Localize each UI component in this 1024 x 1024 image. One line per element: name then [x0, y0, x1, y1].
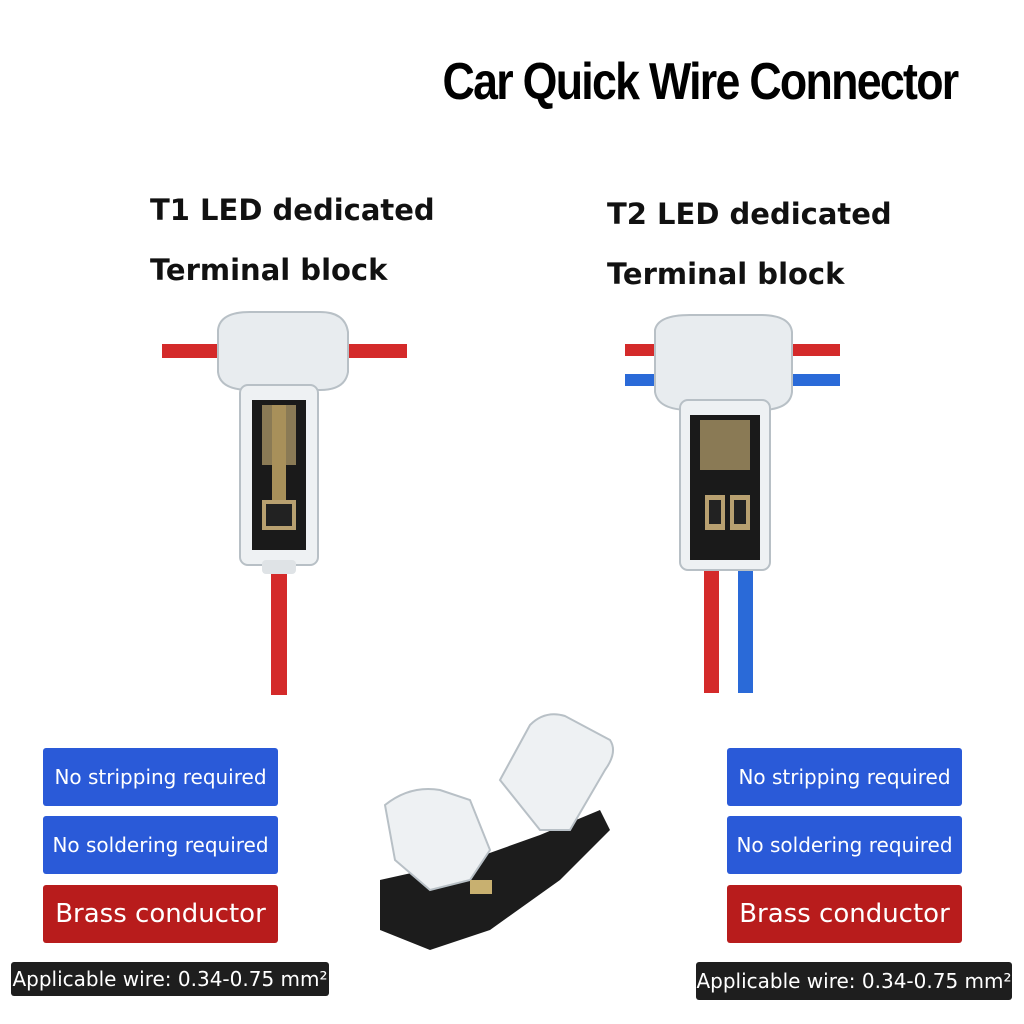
left-no-soldering-badge: No soldering required — [43, 816, 278, 874]
t2-heading-line1: T2 LED dedicated — [607, 197, 892, 231]
left-brass-conductor-badge: Brass conductor — [43, 885, 278, 943]
left-applicable-wire-label: Applicable wire: 0.34-0.75 mm² — [11, 962, 329, 996]
t2-heading-line2: Terminal block — [607, 257, 845, 291]
right-no-soldering-badge: No soldering required — [727, 816, 962, 874]
left-no-stripping-badge: No stripping required — [43, 748, 278, 806]
t2-vertical-red-wire — [704, 565, 719, 693]
t1-heading: T1 LED dedicated Terminal block — [150, 180, 435, 300]
t2-connector-image — [625, 314, 840, 693]
right-applicable-wire-label: Applicable wire: 0.34-0.75 mm² — [696, 962, 1012, 1000]
right-brass-conductor-badge: Brass conductor — [727, 885, 962, 943]
right-no-stripping-badge: No stripping required — [727, 748, 962, 806]
t1-heading-line1: T1 LED dedicated — [150, 193, 435, 227]
t1-vertical-red-wire — [271, 565, 287, 695]
t1-heading-line2: Terminal block — [150, 253, 388, 287]
t1-connector-image — [162, 311, 407, 695]
open-connector-image — [380, 713, 615, 950]
page-title: Car Quick Wire Connector — [442, 53, 960, 111]
t2-vertical-blue-wire — [738, 565, 753, 693]
t2-heading: T2 LED dedicated Terminal block — [607, 184, 892, 304]
